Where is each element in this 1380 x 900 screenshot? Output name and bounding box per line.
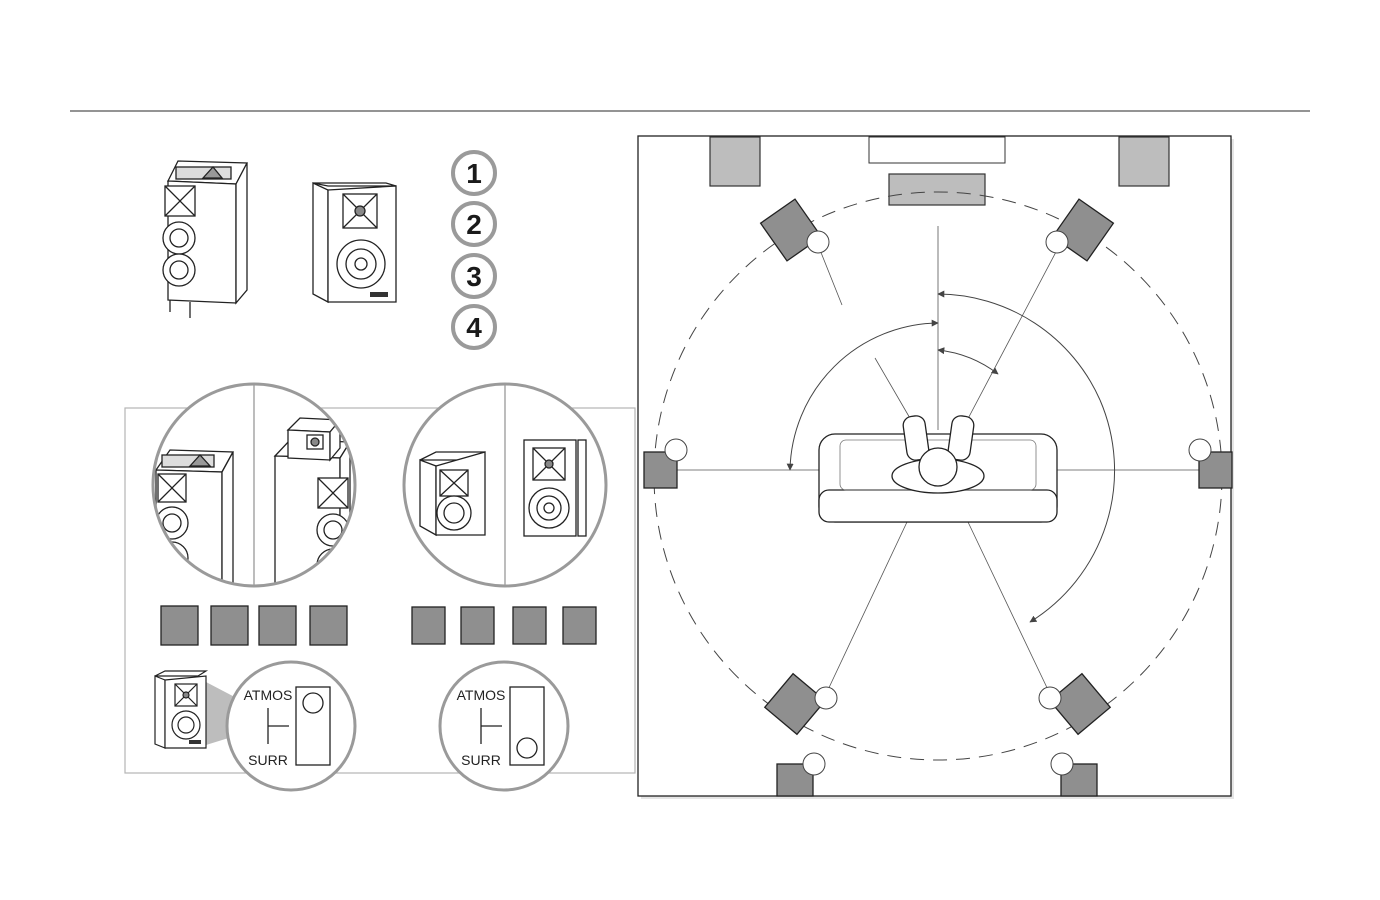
switch-label-surr: SURR <box>461 752 501 768</box>
legend-square <box>412 607 445 644</box>
switch-label-atmos: ATMOS <box>457 687 506 703</box>
legend-square <box>310 606 347 645</box>
switch-callout-surr: ATMOS SURR <box>440 662 568 790</box>
front-left-height-speaker <box>710 137 760 186</box>
legend-square <box>259 606 296 645</box>
step-number: 1 <box>466 158 482 189</box>
front-right-height-speaker <box>1119 137 1169 186</box>
step-badge-2: 2 <box>453 203 495 245</box>
step-badge-1: 1 <box>453 152 495 194</box>
tv-screen <box>869 137 1005 163</box>
magnifier-floorstanding-with-module <box>153 384 355 600</box>
switch-label-surr: SURR <box>248 752 288 768</box>
switch-label-atmos: ATMOS <box>244 687 293 703</box>
legend-square <box>513 607 546 644</box>
step-badges: 1 2 3 4 <box>453 152 495 348</box>
switch-callout-atmos: ATMOS SURR <box>227 662 355 790</box>
step-badge-3: 3 <box>453 255 495 297</box>
legend-square <box>563 607 596 644</box>
room-layout <box>638 136 1234 799</box>
legend-square <box>461 607 494 644</box>
legend-square <box>161 606 198 645</box>
step-badge-4: 4 <box>453 306 495 348</box>
step-number: 3 <box>466 261 482 292</box>
legend-square <box>211 606 248 645</box>
step-number: 2 <box>466 209 482 240</box>
magnifier-elevation-speakers <box>404 384 606 586</box>
elevation-speaker-icon <box>313 183 396 302</box>
step-number: 4 <box>466 312 482 343</box>
floorstanding-speaker-icon <box>163 161 247 318</box>
speaker-legend-squares <box>161 606 596 645</box>
center-speaker <box>889 174 985 205</box>
